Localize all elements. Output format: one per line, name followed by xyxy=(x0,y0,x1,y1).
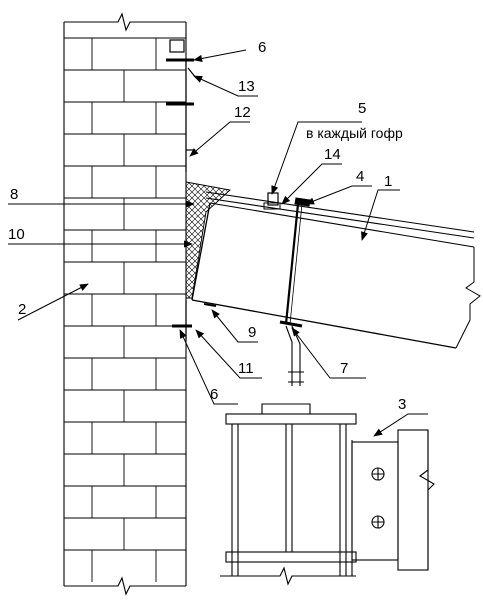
callout-10: 10 xyxy=(8,226,25,243)
leader-2 xyxy=(17,283,89,321)
callout-1: 1 xyxy=(384,173,392,190)
leader-1 xyxy=(361,189,400,241)
callout-7: 7 xyxy=(340,360,348,377)
support-post xyxy=(261,325,311,415)
callout-2: 2 xyxy=(18,301,26,318)
leader-6a xyxy=(193,49,247,63)
leader-11 xyxy=(195,329,262,379)
callout-12: 12 xyxy=(234,104,251,121)
insulation-fill xyxy=(185,181,231,299)
brick-wall xyxy=(63,12,187,596)
callout-9: 9 xyxy=(248,324,256,341)
leader-3 xyxy=(373,413,428,437)
callout-6a: 6 xyxy=(258,39,266,56)
steel-beam xyxy=(220,413,435,586)
leader-6b xyxy=(179,329,238,405)
leader-9 xyxy=(211,309,258,343)
callout-4: 4 xyxy=(356,168,364,185)
callout-11: 11 xyxy=(238,360,254,377)
leader-14 xyxy=(281,163,342,205)
leader-12 xyxy=(189,121,250,157)
leader-4 xyxy=(305,185,372,205)
leader-7 xyxy=(291,327,366,379)
callout-13: 13 xyxy=(238,78,255,95)
callout-labels: 6 13 12 5 в каждый гофр 14 4 1 8 10 2 9 … xyxy=(8,39,406,413)
leader-5 xyxy=(271,121,362,195)
leader-13 xyxy=(193,75,258,97)
callout-14: 14 xyxy=(324,146,341,163)
callout-3: 3 xyxy=(398,396,406,413)
callout-5: 5 xyxy=(358,100,366,117)
callout-6b: 6 xyxy=(210,386,218,403)
note-each-corrugation: в каждый гофр xyxy=(306,125,403,141)
callout-8: 8 xyxy=(10,186,18,203)
callout-leaders xyxy=(8,49,428,437)
roof-sandwich-panel xyxy=(191,191,481,349)
